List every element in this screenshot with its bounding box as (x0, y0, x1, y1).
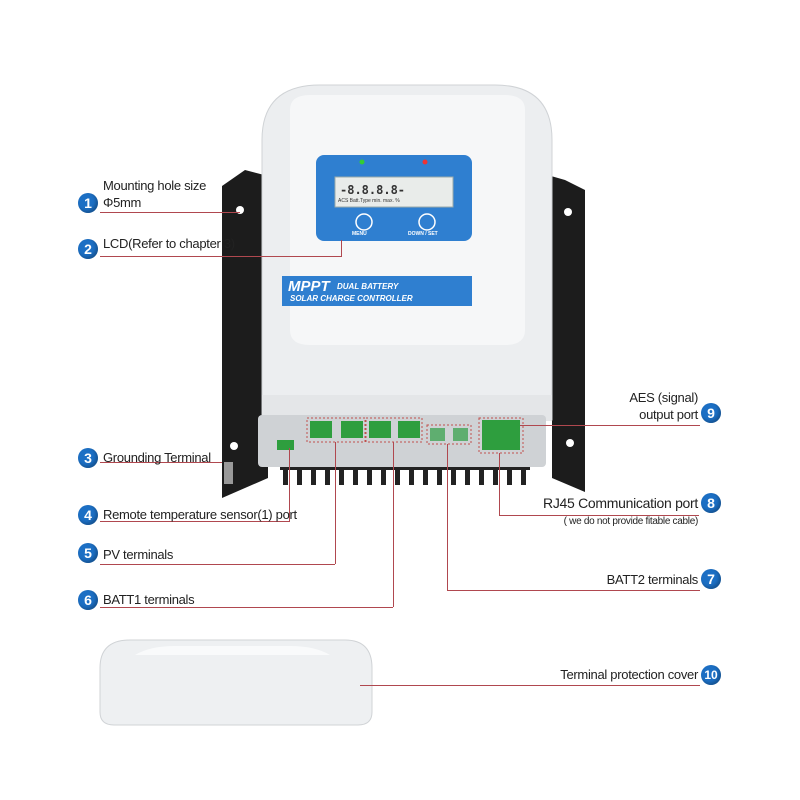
leader-line-7 (447, 590, 700, 591)
heatsink-fin (395, 465, 400, 485)
leader-line-10 (360, 685, 700, 686)
callout-label-9a: AES (signal) (629, 390, 698, 405)
callout-number-7: 7 (701, 569, 721, 589)
lcd-screen (334, 176, 454, 208)
callout-number-2: 2 (78, 239, 98, 259)
callout-number-3: 3 (78, 448, 98, 468)
callout-number-8: 8 (701, 493, 721, 513)
heatsink-fin (325, 465, 330, 485)
heatsink-fin (409, 465, 414, 485)
leader-line-9 (520, 425, 700, 426)
callout-label-10: Terminal protection cover (560, 667, 698, 682)
heatsink-fin (465, 465, 470, 485)
menu-label: MENU (352, 231, 367, 237)
grounding-terminal (224, 462, 233, 484)
heatsink-fin (297, 465, 302, 485)
callout-number-4: 4 (78, 505, 98, 525)
heatsink-fin (479, 465, 484, 485)
leader-line-8 (499, 515, 699, 516)
banner-line2: SOLAR CHARGE CONTROLLER (290, 294, 413, 303)
leader-line-2 (100, 256, 342, 257)
heatsink-fin (339, 465, 344, 485)
callout-label-2: LCD(Refer to chapter 3) (103, 236, 235, 251)
callout-label-9b: output port (639, 407, 698, 422)
banner-brand: MPPT (288, 278, 330, 295)
callout-label-1b: Φ5mm (103, 195, 142, 210)
down-set-button (418, 213, 436, 231)
callout-label-3: Grounding Terminal (103, 450, 211, 465)
banner-line1: DUAL BATTERY (337, 282, 399, 291)
terminal-protection-cover (99, 639, 373, 726)
leader-line-4 (100, 521, 290, 522)
callout-number-5: 5 (78, 543, 98, 563)
leader-line-5 (100, 564, 335, 565)
heatsink-fin (437, 465, 442, 485)
heatsink-fin (311, 465, 316, 485)
heatsink-fin (283, 465, 288, 485)
callout-label-8: RJ45 Communication port (543, 495, 698, 511)
heatsink-fin (423, 465, 428, 485)
lcd-bottom-text: ACS Batt.Type min. max. % (338, 198, 400, 204)
callout-number-6: 6 (78, 590, 98, 610)
product-banner (282, 276, 472, 306)
callout-label-6: BATT1 terminals (103, 592, 195, 607)
heatsink-fin (381, 465, 386, 485)
heatsink-fin (507, 465, 512, 485)
leader-line-6 (100, 607, 393, 608)
callout-label-5: PV terminals (103, 547, 174, 562)
lcd-digits: -8.8.8.8- (340, 183, 406, 197)
callout-number-1: 1 (78, 193, 98, 213)
callout-label-4: Remote temperature sensor(1) port (103, 507, 297, 522)
callout-number-10: 10 (701, 665, 721, 685)
down-set-label: DOWN / SET (408, 231, 438, 237)
mounting-plate-left (222, 170, 268, 498)
heatsink-fin (451, 465, 456, 485)
callout-number-9: 9 (701, 403, 721, 423)
heatsink-fin (367, 465, 372, 485)
callout-note-8: ( we do not provide fitable cable) (563, 516, 699, 527)
heatsink-fin (493, 465, 498, 485)
callout-label-1a: Mounting hole size (103, 178, 206, 193)
callout-label-7: BATT2 terminals (606, 572, 699, 587)
heatsink-fin (521, 465, 526, 485)
heatsink-fin (353, 465, 358, 485)
leader-line-3 (100, 462, 222, 463)
mounting-plate-right (530, 170, 585, 492)
leader-line-1 (100, 212, 240, 213)
menu-button (355, 213, 373, 231)
